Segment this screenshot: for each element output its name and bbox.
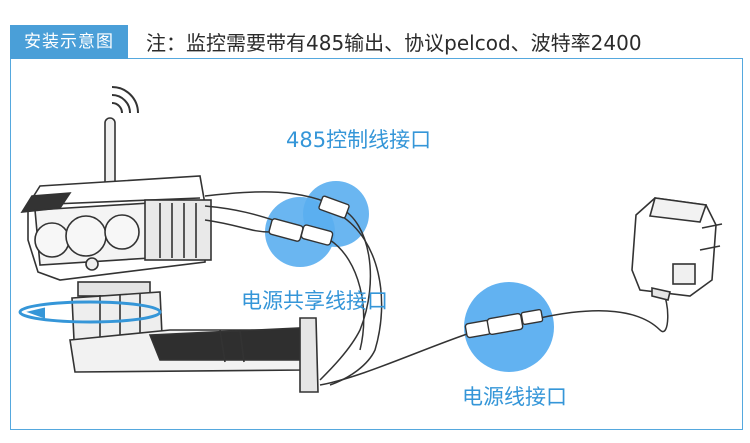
- diagram-title-tag: 安装示意图: [10, 25, 128, 59]
- power-port-label: 电源线接口: [462, 385, 567, 409]
- cables: [204, 191, 669, 386]
- power-adapter-icon: [631, 197, 723, 301]
- installation-note: 注：监控需要带有485输出、协议pelcod、波特率2400: [146, 31, 642, 55]
- rotation-arrow-icon: [18, 300, 162, 324]
- diagram-frame: [10, 58, 743, 430]
- antenna: [104, 117, 116, 191]
- power-share-port-label: 电源共享线接口: [241, 289, 388, 313]
- power-share-connector: [268, 218, 334, 246]
- camera-body: [20, 117, 319, 393]
- power-connector: [464, 308, 544, 339]
- wifi-signal-icon: [111, 86, 139, 114]
- rs485-connector: [318, 195, 350, 219]
- rs485-port-label: 485控制线接口: [286, 128, 432, 152]
